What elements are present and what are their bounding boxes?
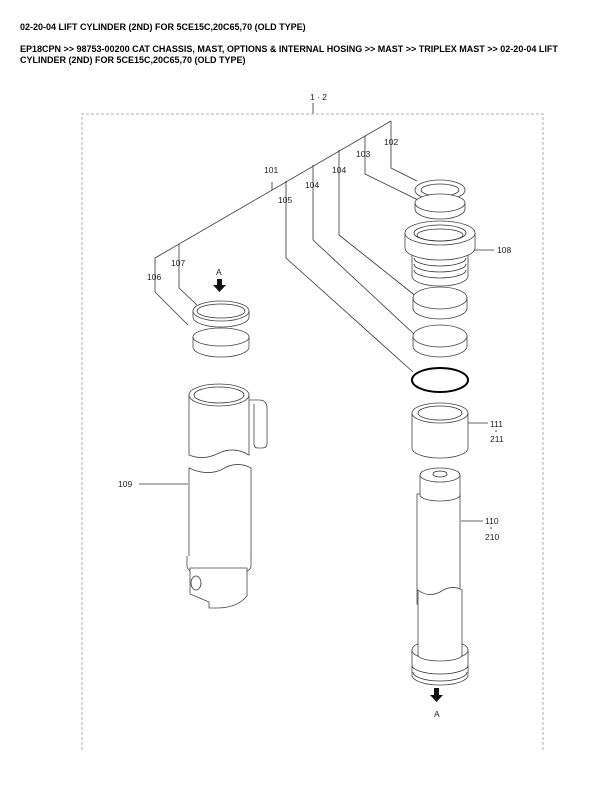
label-106: 106	[147, 272, 161, 282]
svg-text:A: A	[434, 709, 440, 719]
label-111: 111	[490, 419, 503, 429]
label-108: 108	[497, 245, 511, 255]
leader-lines	[139, 120, 494, 522]
part-107-ring	[192, 300, 250, 328]
part-106-ring	[192, 327, 250, 358]
label-210: 210	[485, 532, 499, 542]
label-103: 103	[356, 149, 370, 159]
label-101: 101	[264, 165, 278, 175]
part-105-o-ring	[411, 367, 469, 393]
svg-text:A: A	[216, 267, 222, 277]
label-102: 102	[384, 137, 398, 147]
part-104-ring-upper	[412, 286, 468, 320]
arrow-down-icon	[430, 688, 443, 702]
label-104-a: 104	[332, 165, 346, 175]
arrow-down-icon	[213, 279, 226, 292]
view-marker-bottom: A	[430, 688, 443, 719]
part-110-piston-rod	[411, 467, 469, 686]
part-103-ring	[414, 193, 466, 220]
part-111-bushing	[411, 402, 469, 459]
label-109: 109	[118, 479, 132, 489]
label-211: 211	[490, 434, 504, 444]
assembly-frame	[81, 113, 544, 750]
label-105: 105	[278, 195, 292, 205]
part-109-cylinder-tube	[186, 383, 268, 609]
page-title: 02-20-04 LIFT CYLINDER (2ND) FOR 5CE15C,…	[20, 22, 306, 32]
view-marker-top: A	[213, 267, 226, 292]
label-107: 107	[171, 258, 185, 268]
part-108-gland-nut	[404, 220, 476, 287]
assembly-label: 1 · 2	[310, 92, 327, 102]
label-110: 110	[485, 516, 499, 526]
breadcrumb: EP18CPN >> 98753-00200 CAT CHASSIS, MAST…	[20, 44, 558, 65]
part-104-ring-lower	[412, 324, 468, 358]
label-104-b: 104	[305, 180, 319, 190]
